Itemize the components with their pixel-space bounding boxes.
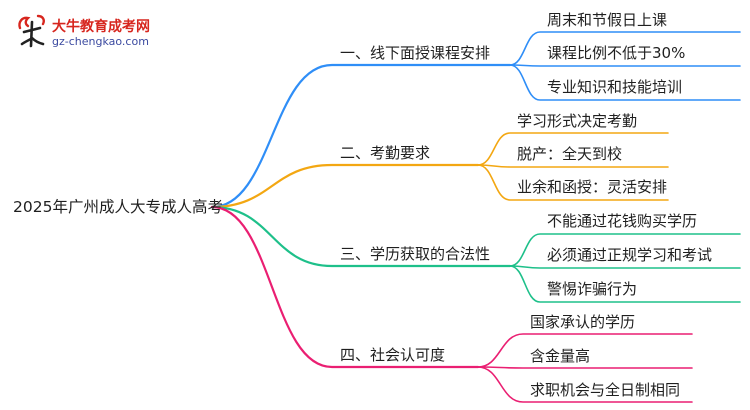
- branch-3-item-1: 不能通过花钱购买学历: [547, 212, 698, 230]
- branch-4-item-2-connector: [477, 366, 693, 369]
- branch-2-item-2: 脱产：全天到校: [517, 145, 623, 163]
- branch-4-label: 四、社会认可度: [340, 346, 446, 364]
- branch-1-connector: [210, 63, 512, 209]
- branch-4-item-3-connector: [477, 366, 693, 403]
- branch-4-item-3: 求职机会与全日制相同: [530, 381, 681, 399]
- branch-4-item-2: 含金量高: [530, 347, 591, 365]
- branch-2-item-1: 学习形式决定考勤: [517, 112, 638, 130]
- branch-3-item-3-connector: [509, 265, 741, 303]
- branch-2-item-3-connector: [477, 164, 669, 201]
- branch-1-item-1: 周末和节假日上课: [547, 11, 668, 29]
- branch-3-item-2-connector: [509, 265, 741, 269]
- branch-1-item-3: 专业知识和技能培训: [547, 78, 683, 96]
- branch-1-item-3-connector: [509, 64, 741, 101]
- site-logo[interactable]: 大牛教育成考网 gz-chengkao.com: [16, 14, 176, 54]
- bull-logo-icon: [18, 14, 45, 48]
- branch-3-item-1-connector: [509, 233, 741, 267]
- branch-2-item-2-connector: [477, 164, 669, 168]
- branch-2-item-1-connector: [477, 132, 669, 166]
- branch-4-connector: [210, 205, 480, 369]
- logo-url[interactable]: gz-chengkao.com: [52, 35, 149, 48]
- logo-title: 大牛教育成考网: [52, 19, 150, 35]
- branch-1-item-1-connector: [509, 31, 741, 66]
- branch-3-item-3: 警惕诈骗行为: [547, 280, 638, 298]
- branch-4-item-1-connector: [477, 333, 693, 368]
- branch-2-item-3: 业余和函授：灵活安排: [517, 178, 668, 196]
- branch-1-label: 一、线下面授课程安排: [340, 44, 491, 62]
- branch-1-item-2-connector: [509, 64, 741, 67]
- branch-1-item-2: 课程比例不低于30%: [547, 44, 686, 62]
- root-topic: 2025年广州成人大专成人高考: [13, 198, 223, 216]
- branch-3-connector: [210, 205, 512, 268]
- branch-3-label: 三、学历获取的合法性: [340, 245, 491, 263]
- branch-2-label: 二、考勤要求: [340, 144, 431, 162]
- branch-4-item-1: 国家承认的学历: [530, 313, 636, 331]
- branch-2-connector: [210, 163, 480, 209]
- branch-3-item-2: 必须通过正规学习和考试: [547, 246, 713, 264]
